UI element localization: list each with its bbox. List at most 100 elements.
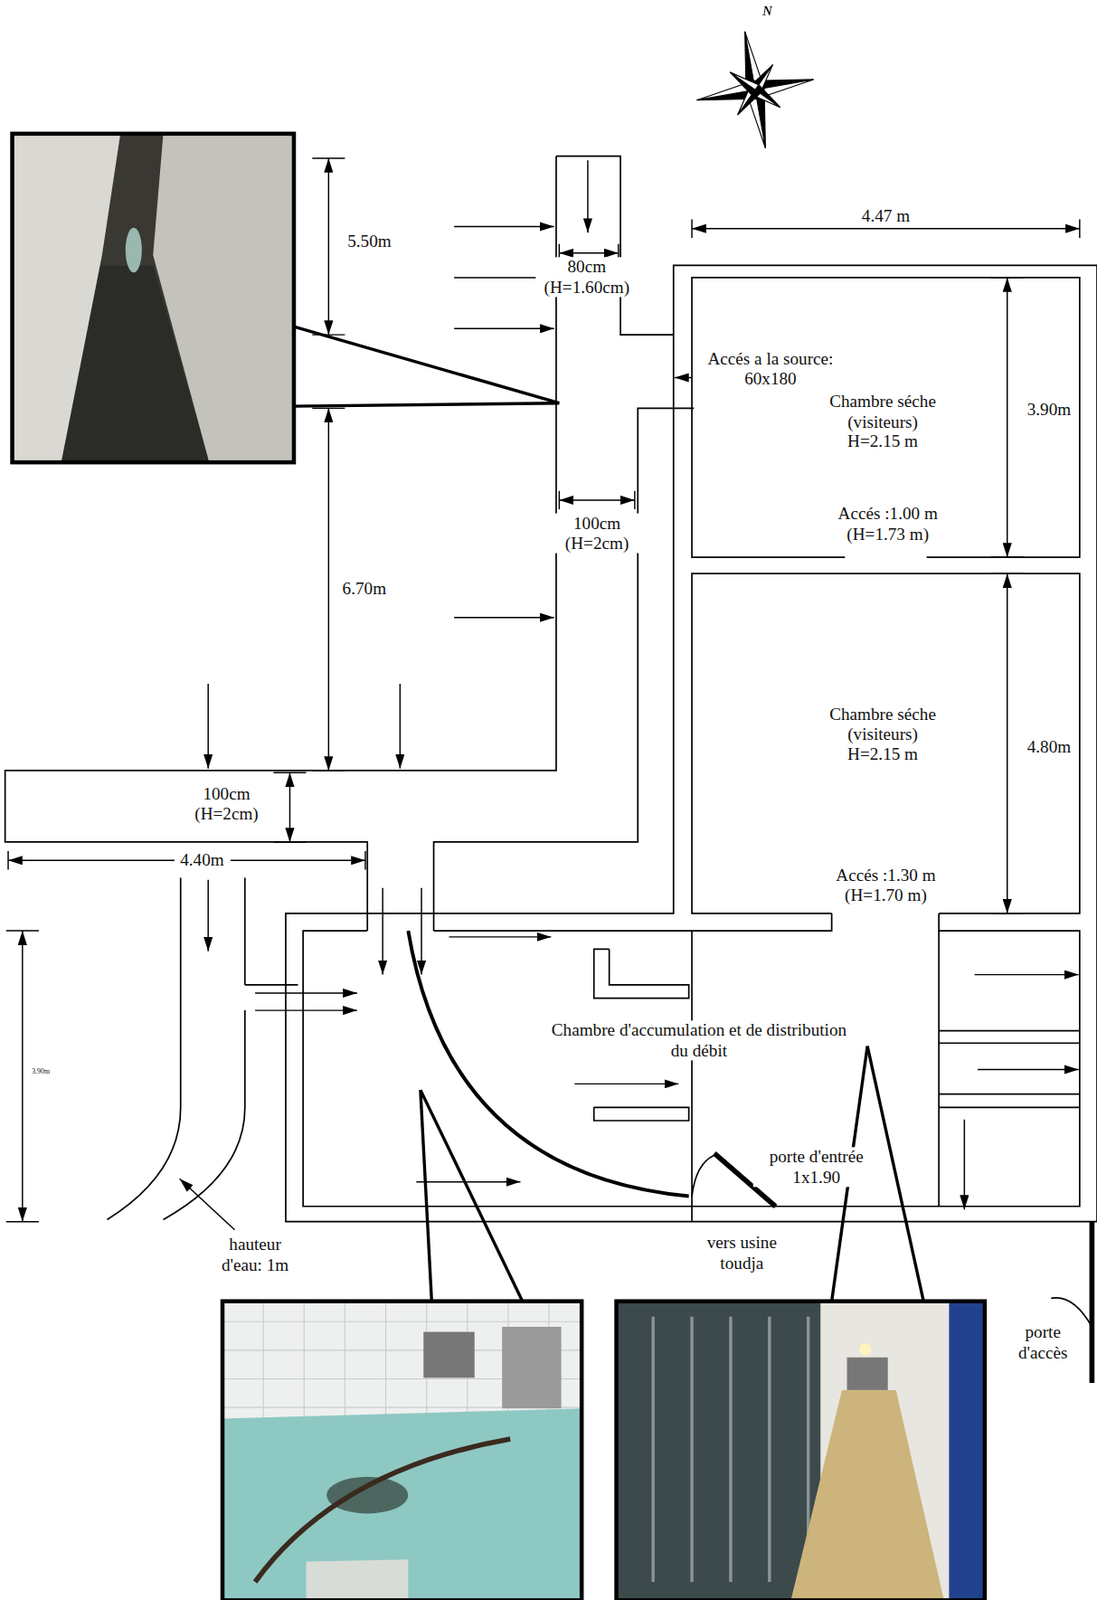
flow-arrow: [381, 888, 383, 975]
room-label: Chambre séche (visiteurs) H=2.15 m: [819, 391, 947, 452]
room: Chambre d'accumulation et de distributio…: [302, 930, 1080, 1207]
plan-label: 3.90m: [1022, 399, 1077, 420]
door-leaf: [1089, 1221, 1096, 1383]
wall: [434, 407, 695, 931]
channel-wall: [106, 877, 180, 1220]
wall: [594, 948, 690, 998]
dimension-tick: [6, 1220, 39, 1222]
pool-window: [501, 1326, 561, 1409]
pool-window: [423, 1332, 474, 1379]
dimension-tick: [7, 851, 9, 870]
wall: [285, 264, 1097, 1221]
tile-joint: [222, 1321, 582, 1323]
wall: [937, 930, 940, 1207]
dimension-line: [691, 227, 1080, 229]
photo-frame: [12, 133, 294, 463]
pool-photo: [222, 1301, 582, 1600]
plan-label: 100cm (H=2cm): [550, 513, 644, 554]
photo-group: [12, 133, 985, 1600]
flow-arrow: [574, 1083, 679, 1085]
wall: [691, 277, 1080, 558]
pool-puddle: [326, 1476, 408, 1514]
tile-joint: [385, 1301, 387, 1419]
dimension-tick: [1078, 219, 1080, 238]
plan-label: N: [756, 4, 779, 20]
wall: [556, 156, 674, 335]
dimension-tick: [6, 929, 39, 931]
room: Chambre séche (visiteurs) H=2.15 m: [691, 573, 1080, 914]
photo-frame: [222, 1301, 582, 1600]
dimension-line: [328, 407, 330, 771]
wall: [938, 1093, 1080, 1096]
wall: [938, 1041, 1080, 1044]
dimension-tick: [991, 912, 1024, 914]
flow-arrow: [420, 888, 422, 975]
channel-wall: [691, 1154, 715, 1196]
flow-arrow: [586, 160, 588, 233]
compass-rose: [697, 31, 814, 149]
plan-label: 100cm (H=2cm): [180, 784, 274, 824]
dimension-line: [328, 158, 330, 335]
wall: [690, 930, 693, 1222]
window-frame: [767, 1316, 771, 1582]
wall: [691, 573, 1080, 914]
corridor-floor: [791, 1390, 945, 1600]
flow-arrow: [974, 974, 1079, 975]
plan-label: hauteur d'eau: 1m: [211, 1234, 299, 1275]
dimension-line: [1006, 277, 1008, 558]
dimension-tick: [312, 769, 345, 771]
photo-ground: [616, 1301, 985, 1600]
wall: [938, 1106, 1080, 1108]
room-label: Chambre séche (visiteurs) H=2.15 m: [819, 704, 947, 765]
flow-arrow: [179, 1178, 236, 1230]
plan-label: 5.50m: [339, 231, 401, 252]
dimension-line: [558, 499, 635, 501]
tile-joint: [263, 1301, 265, 1419]
plan-label: Accés :1.30 m (H=1.70 m): [809, 865, 963, 906]
flow-arrow: [416, 1181, 521, 1183]
leader-group: [293, 326, 924, 1302]
corridor-lamp: [859, 1342, 872, 1356]
dimension-line: [1006, 573, 1008, 914]
blue-door: [948, 1301, 984, 1600]
flow-arrow: [453, 616, 555, 618]
photo-leader: [293, 326, 559, 404]
corridor-end: [847, 1357, 889, 1391]
wall: [434, 913, 833, 931]
plan-label: vers usine toudja: [690, 1232, 794, 1273]
photo-leader: [293, 403, 559, 407]
flow-arrow: [977, 1068, 1079, 1070]
wall: [938, 1030, 1080, 1032]
tunnel-photo: [12, 133, 294, 463]
channel-wall: [244, 877, 246, 984]
flow-arrow: [399, 683, 401, 769]
dimension-tick: [364, 851, 366, 870]
compass-point: [729, 72, 759, 90]
dimension-tick: [991, 556, 1024, 558]
dimension-tick: [312, 407, 345, 409]
plan-label: 4.47 m: [855, 206, 918, 227]
flow-arrow: [255, 1009, 358, 1011]
dimension-tick: [558, 491, 560, 510]
dimension-tick: [991, 572, 1024, 574]
plan-label: 80cm (H=1.60cm): [535, 256, 638, 297]
wall-group: [5, 156, 1097, 1327]
photo-windows: [616, 1301, 822, 1600]
dimension-line: [21, 930, 23, 1222]
broken-tiles: [306, 1559, 409, 1600]
tile-joint: [344, 1301, 346, 1419]
dimension-tick: [690, 219, 692, 238]
photo-leader: [420, 1089, 523, 1302]
dimension-line: [289, 772, 291, 842]
photo-ground: [12, 133, 294, 463]
wall: [594, 1106, 690, 1121]
flow-arrow: [448, 936, 551, 937]
tunnel-wall: [152, 133, 294, 463]
flow-arrow: [207, 879, 209, 952]
plan-label: Accés :1.00 m (H=1.73 m): [811, 503, 965, 544]
dimension-tick: [312, 157, 345, 159]
flow-arrow: [255, 992, 358, 993]
window-frame: [651, 1316, 654, 1582]
wall: [5, 156, 557, 931]
